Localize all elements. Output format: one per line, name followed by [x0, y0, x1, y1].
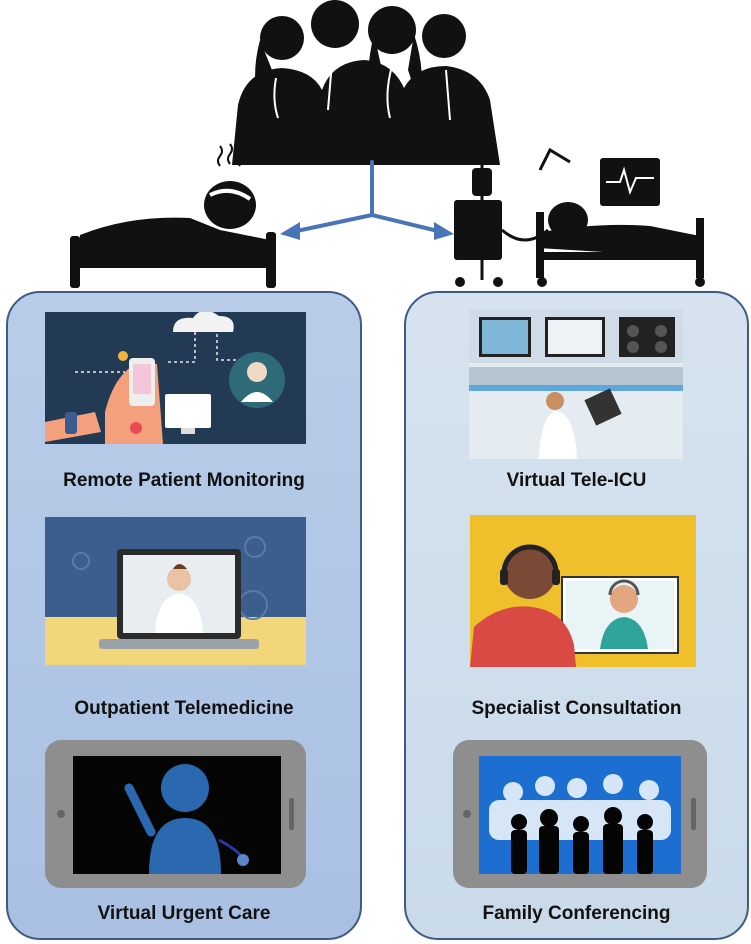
specialist-consultation-image [470, 515, 696, 667]
outpatient-care-panel: Remote Patient Monitoring Outpatient Tel… [6, 291, 362, 940]
virtual-urgent-care-label: Virtual Urgent Care [97, 903, 271, 924]
virtual-urgent-care-image [45, 740, 306, 888]
virtual-tele-icu-image [469, 309, 683, 459]
remote-monitoring-image [45, 312, 306, 444]
inpatient-care-panel: Virtual Tele-ICU Specialist Consultation [404, 291, 749, 940]
outpatient-telemedicine-image [45, 517, 306, 665]
home-patient-bed-icon [70, 143, 276, 288]
family-conferencing-label: Family Conferencing [482, 903, 671, 924]
connector-arrows [280, 160, 454, 240]
virtual-tele-icu-label: Virtual Tele-ICU [506, 470, 647, 491]
clinician-group-icon [232, 0, 500, 165]
specialist-consultation-label: Specialist Consultation [471, 698, 682, 719]
icu-patient-bed-icon [454, 147, 705, 287]
family-conferencing-image [453, 740, 707, 888]
remote-patient-monitoring-label: Remote Patient Monitoring [63, 470, 305, 491]
outpatient-telemedicine-label: Outpatient Telemedicine [74, 698, 294, 719]
